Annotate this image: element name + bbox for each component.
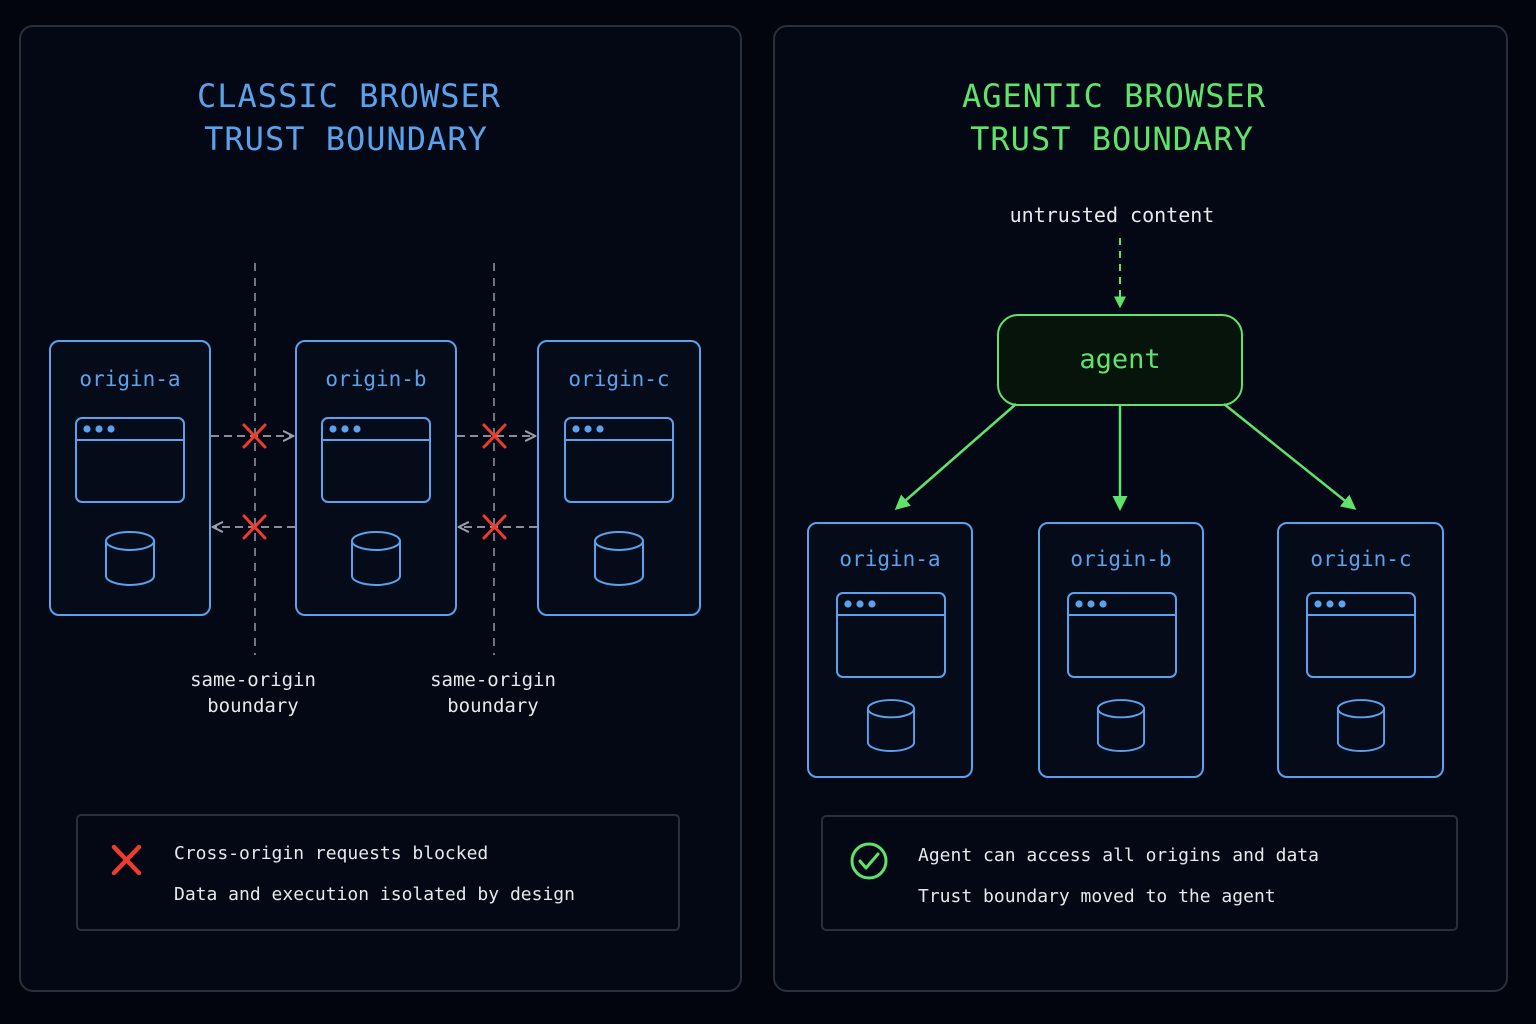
classic-origin-c: origin-c xyxy=(537,340,701,616)
boundary-label-1-line1: same-origin xyxy=(190,669,316,691)
agent-node: agent xyxy=(997,314,1243,406)
agentic-origin-c: origin-c xyxy=(1277,522,1444,778)
origin-label: origin-a xyxy=(79,367,180,391)
origin-label: origin-c xyxy=(568,367,669,391)
x-mark-icon xyxy=(111,844,142,876)
boundary-label-2-line2: boundary xyxy=(447,695,539,717)
agent-label: agent xyxy=(1079,344,1160,375)
x-mark-icon xyxy=(482,423,507,449)
agentic-title-line1: AGENTIC BROWSER xyxy=(962,77,1266,115)
classic-origin-b: origin-b xyxy=(295,340,457,616)
untrusted-content-label: untrusted content xyxy=(1010,203,1215,227)
classic-legend-line1: Cross-origin requests blocked xyxy=(174,843,488,864)
origin-label: origin-a xyxy=(839,547,940,571)
agentic-legend-line2: Trust boundary moved to the agent xyxy=(918,886,1276,907)
classic-legend-line2: Data and execution isolated by design xyxy=(174,884,575,905)
agentic-origin-a: origin-a xyxy=(807,522,973,778)
agentic-title-line2: TRUST BOUNDARY xyxy=(970,120,1254,158)
classic-legend: Cross-origin requests blocked Data and e… xyxy=(76,814,680,931)
origin-label: origin-b xyxy=(1070,547,1171,571)
agent-arrow-to-origin-a xyxy=(894,403,1017,510)
x-mark-icon xyxy=(242,514,267,540)
classic-origin-a: origin-a xyxy=(49,340,211,616)
boundary-label-1-line2: boundary xyxy=(207,695,299,717)
agentic-legend-line1: Agent can access all origins and data xyxy=(918,845,1319,866)
check-circle-icon xyxy=(850,842,888,880)
agent-arrow-to-origin-c xyxy=(1223,403,1357,510)
classic-title-line2: TRUST BOUNDARY xyxy=(204,120,488,158)
origin-label: origin-c xyxy=(1310,547,1411,571)
agentic-legend: Agent can access all origins and data Tr… xyxy=(821,815,1458,931)
x-mark-icon xyxy=(242,423,267,449)
origin-label: origin-b xyxy=(325,367,426,391)
x-mark-icon xyxy=(482,514,507,540)
classic-title-line1: CLASSIC BROWSER xyxy=(197,77,501,115)
boundary-label-2-line1: same-origin xyxy=(430,669,556,691)
agentic-origin-b: origin-b xyxy=(1038,522,1204,778)
